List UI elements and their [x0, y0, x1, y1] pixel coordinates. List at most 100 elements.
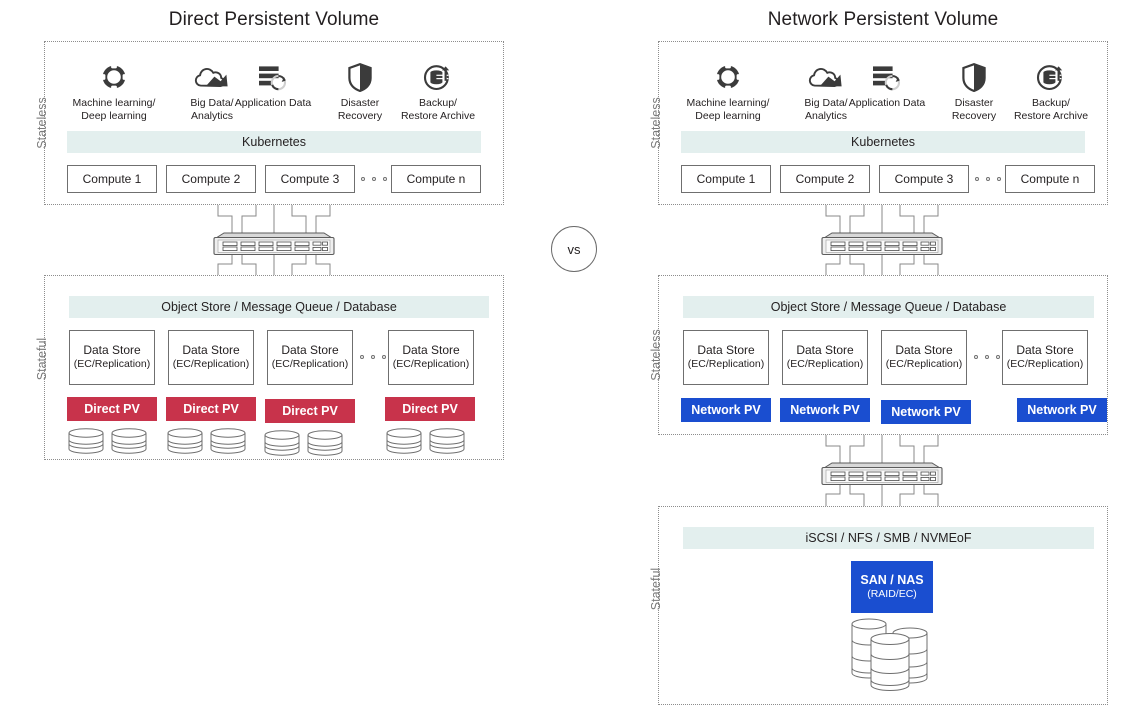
platform-band-direct: Kubernetes — [67, 131, 481, 153]
icon-cell-application-data-direct: Application Data — [229, 58, 317, 110]
icon-caption: Application Data — [848, 97, 926, 109]
machine-learning-icon — [99, 58, 129, 92]
data-store-2-network[interactable]: Data Store (EC/Replication) — [782, 330, 868, 385]
side-label-stateful-network: Stateful — [649, 567, 663, 611]
data-store-title: Data Store — [402, 343, 460, 358]
side-label-stateless-network-middle: Stateless — [649, 329, 663, 381]
comparator-badge: vs — [551, 226, 597, 272]
big-data-analytics-icon — [194, 58, 229, 92]
network-pv-chip-n[interactable]: Network PV — [1017, 398, 1107, 422]
service-band-direct: Object Store / Message Queue / Database — [69, 296, 489, 318]
network-pv-chip-2[interactable]: Network PV — [780, 398, 870, 422]
san-nas-array[interactable]: SAN / NAS (RAID/EC) — [851, 561, 933, 613]
compute-node-3-direct[interactable]: Compute 3 — [265, 165, 355, 193]
icon-caption: Machine learning/ Deep learning — [686, 97, 770, 123]
direct-pv-chip-3[interactable]: Direct PV — [265, 399, 355, 423]
data-store-title: Data Store — [796, 343, 854, 358]
san-nas-subtitle: (RAID/EC) — [867, 588, 917, 601]
page-title-network: Network Persistent Volume — [767, 9, 999, 30]
compute-node-label: Compute 3 — [894, 171, 954, 186]
pv-label: Direct PV — [282, 403, 338, 418]
direct-pv-chip-1[interactable]: Direct PV — [67, 397, 157, 421]
backup-restore-archive-icon — [423, 58, 453, 92]
icon-cell-big-data-direct: Big Data/ Analytics — [171, 58, 253, 123]
data-store-2-direct[interactable]: Data Store (EC/Replication) — [168, 330, 254, 385]
icon-caption: Backup/ Restore Archive — [1013, 97, 1089, 123]
icon-caption: Application Data — [234, 97, 312, 109]
data-store-subtitle: (EC/Replication) — [392, 358, 470, 371]
compute-node-3-network[interactable]: Compute 3 — [879, 165, 969, 193]
platform-band-network: Kubernetes — [681, 131, 1085, 153]
side-label-stateful-direct: Stateful — [35, 337, 49, 381]
page-title-direct: Direct Persistent Volume — [168, 9, 380, 30]
icon-cell-backup-restore-network: Backup/ Restore Archive — [1006, 58, 1096, 123]
backup-restore-archive-icon — [1036, 58, 1066, 92]
compute-node-2-network[interactable]: Compute 2 — [780, 165, 870, 193]
data-store-subtitle: (EC/Replication) — [885, 358, 963, 371]
pv-label: Direct PV — [183, 401, 239, 416]
compute-node-n-direct[interactable]: Compute n — [391, 165, 481, 193]
data-store-title: Data Store — [895, 343, 953, 358]
network-switch-network-bottom — [820, 460, 944, 488]
data-store-1-network[interactable]: Data Store (EC/Replication) — [683, 330, 769, 385]
network-pv-chip-1[interactable]: Network PV — [681, 398, 771, 422]
icon-cell-disaster-recovery-network: Disaster Recovery — [939, 58, 1009, 123]
pv-label: Direct PV — [84, 401, 140, 416]
compute-node-label: Compute n — [1020, 171, 1080, 186]
icon-cell-backup-restore-direct: Backup/ Restore Archive — [393, 58, 483, 123]
data-store-n-direct[interactable]: Data Store (EC/Replication) — [388, 330, 474, 385]
icon-caption: Machine learning/ Deep learning — [72, 97, 156, 123]
application-data-icon — [872, 58, 902, 92]
icon-caption: Backup/ Restore Archive — [400, 97, 476, 123]
icon-cell-application-data-network: Application Data — [843, 58, 931, 110]
icon-caption: Big Data/ Analytics — [804, 97, 848, 123]
compute-node-label: Compute 1 — [696, 171, 756, 186]
network-switch-direct — [212, 230, 336, 258]
pv-label: Network PV — [1027, 402, 1097, 417]
pv-label: Network PV — [891, 404, 961, 419]
compute-node-label: Compute n — [406, 171, 466, 186]
icon-cell-disaster-recovery-direct: Disaster Recovery — [325, 58, 395, 123]
application-data-icon — [258, 58, 288, 92]
compute-node-1-direct[interactable]: Compute 1 — [67, 165, 157, 193]
data-store-3-network[interactable]: Data Store (EC/Replication) — [881, 330, 967, 385]
pv-label: Network PV — [691, 402, 761, 417]
data-store-subtitle: (EC/Replication) — [73, 358, 151, 371]
data-store-1-direct[interactable]: Data Store (EC/Replication) — [69, 330, 155, 385]
network-pv-chip-3[interactable]: Network PV — [881, 400, 971, 424]
data-store-subtitle: (EC/Replication) — [1006, 358, 1084, 371]
pv-label: Direct PV — [402, 401, 458, 416]
icon-caption: Disaster Recovery — [951, 97, 997, 123]
ellipsis-data-store-direct — [360, 355, 386, 359]
ellipsis-data-store-network — [974, 355, 1000, 359]
data-store-subtitle: (EC/Replication) — [786, 358, 864, 371]
machine-learning-icon — [713, 58, 743, 92]
data-store-3-direct[interactable]: Data Store (EC/Replication) — [267, 330, 353, 385]
icon-caption: Disaster Recovery — [337, 97, 383, 123]
data-store-title: Data Store — [697, 343, 755, 358]
san-nas-title: SAN / NAS — [860, 573, 924, 588]
side-label-stateless-network-top: Stateless — [649, 97, 663, 149]
data-store-title: Data Store — [1016, 343, 1074, 358]
icon-cell-machine-learning-network: Machine learning/ Deep learning — [682, 58, 774, 123]
comparator-label: vs — [567, 241, 581, 257]
disaster-recovery-icon — [962, 58, 986, 93]
protocol-band-network: iSCSI / NFS / SMB / NVMEoF — [683, 527, 1094, 549]
pv-label: Network PV — [790, 402, 860, 417]
data-store-subtitle: (EC/Replication) — [687, 358, 765, 371]
data-store-subtitle: (EC/Replication) — [271, 358, 349, 371]
big-data-analytics-icon — [808, 58, 843, 92]
ellipsis-compute-network — [975, 177, 1001, 181]
direct-pv-chip-n[interactable]: Direct PV — [385, 397, 475, 421]
ellipsis-compute-direct — [361, 177, 387, 181]
data-store-n-network[interactable]: Data Store (EC/Replication) — [1002, 330, 1088, 385]
icon-caption: Big Data/ Analytics — [190, 97, 234, 123]
direct-pv-chip-2[interactable]: Direct PV — [166, 397, 256, 421]
compute-node-n-network[interactable]: Compute n — [1005, 165, 1095, 193]
side-label-stateless-direct: Stateless — [35, 97, 49, 149]
compute-node-2-direct[interactable]: Compute 2 — [166, 165, 256, 193]
data-store-title: Data Store — [83, 343, 141, 358]
network-switch-network-top — [820, 230, 944, 258]
compute-node-1-network[interactable]: Compute 1 — [681, 165, 771, 193]
compute-node-label: Compute 2 — [795, 171, 855, 186]
